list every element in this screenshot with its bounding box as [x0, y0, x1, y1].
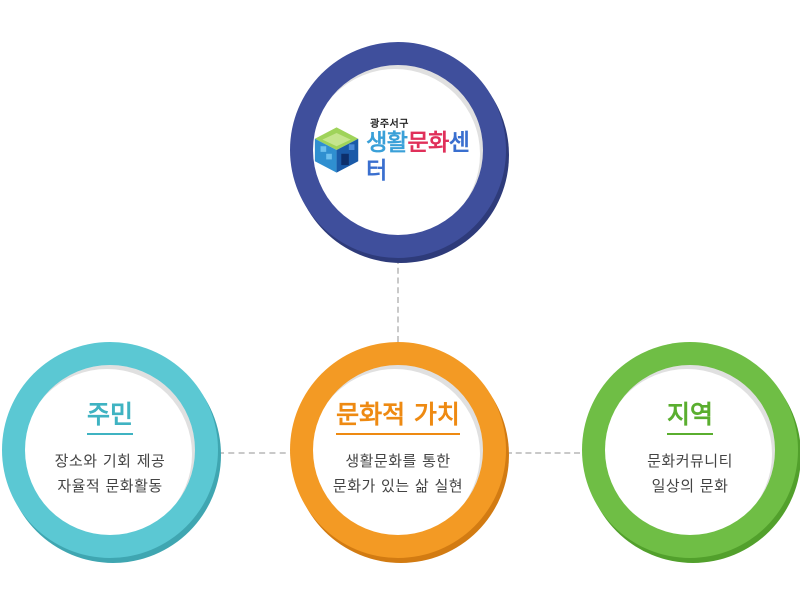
node-residents-line-1: 장소와 기회 제공	[54, 451, 166, 470]
node-cultural-value-title: 문화적 가치	[336, 401, 460, 435]
logo-circle: 광주서구 생활문화센터	[290, 42, 506, 258]
node-residents-line-2: 자율적 문화활동	[57, 476, 163, 495]
connector-left-center	[218, 452, 296, 454]
node-residents-title: 주민	[86, 401, 133, 435]
logo-subtitle: 광주서구	[370, 118, 409, 130]
node-residents: 주민 장소와 기회 제공 자율적 문화활동	[2, 342, 218, 558]
logo-circle-inner: 광주서구 생활문화센터	[313, 65, 483, 235]
node-cultural-value: 문화적 가치 생활문화를 통한 문화가 있는 삶 실현	[290, 342, 506, 558]
node-region: 지역 문화커뮤니티 일상의 문화	[582, 342, 798, 558]
node-residents-inner: 주민 장소와 기회 제공 자율적 문화활동	[25, 365, 195, 535]
connector-top-center	[397, 258, 399, 342]
node-region-title: 지역	[666, 401, 713, 435]
node-cultural-value-line-1: 생활문화를 통한	[345, 451, 451, 470]
logo-title: 생활문화센터	[366, 129, 470, 184]
center-logo: 광주서구 생활문화센터	[313, 115, 483, 185]
connector-center-right	[506, 452, 580, 454]
node-region-line-1: 문화커뮤니티	[647, 451, 733, 470]
node-cultural-value-inner: 문화적 가치 생활문화를 통한 문화가 있는 삶 실현	[313, 365, 483, 535]
node-region-line-2: 일상의 문화	[651, 476, 729, 495]
node-cultural-value-line-2: 문화가 있는 삶 실현	[332, 476, 464, 495]
cube-logo-icon	[314, 127, 359, 173]
node-region-inner: 지역 문화커뮤니티 일상의 문화	[605, 365, 775, 535]
